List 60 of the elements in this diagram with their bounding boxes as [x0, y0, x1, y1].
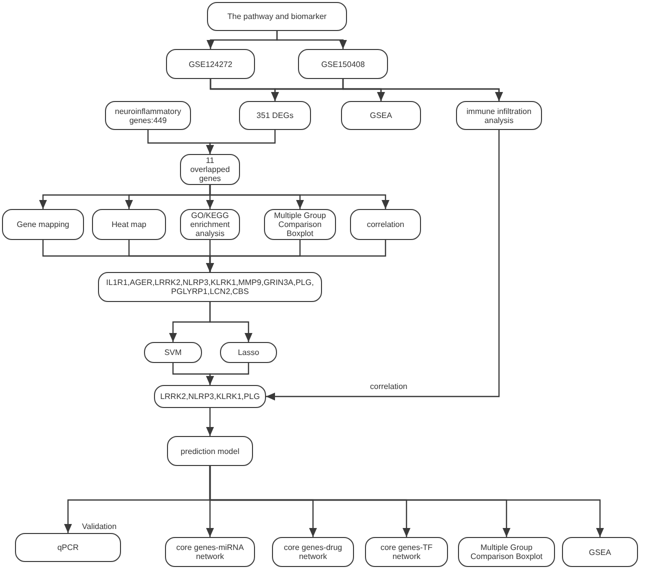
process-box	[456, 101, 542, 130]
connector-arrow	[342, 79, 503, 101]
process-box	[98, 272, 322, 302]
node-label: GSEA	[588, 548, 612, 556]
node-label: Heat map	[112, 220, 146, 229]
node-label: GSE150408	[321, 60, 365, 68]
process-box	[154, 385, 266, 408]
node-label: 11 overlapped genes	[189, 156, 231, 183]
node-label: neuroinflammatory genes:449	[114, 106, 182, 124]
node-label: Multiple Group Comparison Boxplot	[272, 211, 328, 238]
node-label: GSEA	[370, 111, 392, 120]
node-label: The pathway and biomarker	[227, 12, 327, 21]
node-label: Lasso	[238, 348, 260, 357]
node-label: qPCR	[57, 543, 79, 552]
process-box	[239, 101, 311, 130]
process-box	[365, 537, 448, 567]
process-box	[165, 537, 255, 567]
node-label: Multiple Group Comparison Boxplot	[469, 543, 544, 561]
process-box	[562, 537, 638, 567]
connector-arrow	[276, 31, 347, 49]
node-label: core genes-TF network	[379, 543, 434, 561]
process-box	[350, 209, 421, 240]
process-box	[207, 2, 347, 31]
process-box	[144, 342, 202, 363]
node-label: core genes-drug network	[282, 543, 344, 561]
node-label: LRRK2,NLRP3,KLRK1,PLG	[160, 392, 260, 401]
process-box	[458, 537, 555, 567]
process-box	[92, 209, 166, 240]
process-box	[341, 101, 421, 130]
process-box	[264, 209, 336, 240]
node-label: 351 DEGs	[256, 111, 294, 120]
node-label: GO/KEGG enrichment analysis	[189, 211, 231, 238]
process-box	[167, 436, 253, 466]
process-box	[272, 537, 354, 567]
connector-arrow	[266, 130, 500, 400]
node-label: core genes-miRNA network	[175, 543, 245, 561]
process-box	[166, 49, 255, 79]
process-box	[105, 101, 191, 130]
node-label: correlation	[366, 220, 404, 229]
node-label: GSE124272	[188, 60, 232, 68]
connector-arrow	[209, 302, 252, 342]
edge-label: Validation	[82, 522, 117, 531]
connector-arrow	[209, 185, 390, 209]
connector-arrow	[209, 466, 604, 537]
node-label: Gene mapping	[16, 220, 70, 229]
connector-arrow	[206, 240, 386, 272]
node-label: IL1R1,AGER,LRRK2,NLRP3,KLRK1,MMP9,GRIN3A,PLG, PGLYRP1,LCN2,CBS	[105, 278, 315, 296]
node-label: SVM	[164, 348, 182, 357]
process-box	[298, 49, 388, 79]
process-box	[180, 154, 240, 185]
connector-arrow	[206, 408, 214, 436]
process-box	[220, 342, 277, 363]
process-box	[180, 209, 240, 240]
connector-arrow	[206, 363, 250, 385]
connector-arrow	[206, 130, 276, 154]
process-box	[15, 533, 121, 562]
edge-label: correlation	[370, 382, 408, 391]
node-label: prediction model	[180, 446, 240, 456]
process-box	[2, 209, 84, 240]
node-label: immune infiltration analysis	[466, 106, 532, 124]
